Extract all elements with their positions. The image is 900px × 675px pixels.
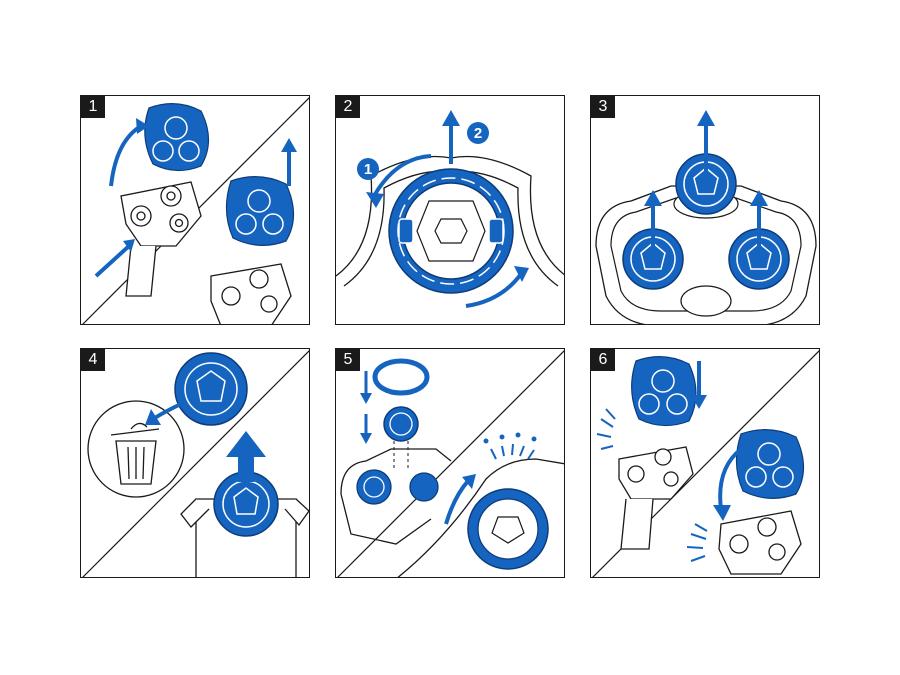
click-sound-icon [483, 432, 537, 460]
rotate-arrow-icon [465, 272, 523, 308]
shaver-body [618, 446, 694, 550]
shaver-body-lower [718, 510, 802, 575]
callout-number-1: 1 [364, 161, 372, 178]
trash-bin-icon [110, 422, 160, 485]
step-1-illustration [82, 97, 309, 324]
shaving-head-unit [631, 356, 697, 427]
step-number-badge: 5 [336, 349, 360, 371]
step-panel-2: 2 1 2 [335, 95, 565, 325]
push-arrow-icon [94, 244, 131, 278]
shaving-head-unit-lower [735, 429, 805, 499]
diagonal-divider [337, 350, 564, 577]
retaining-ring-small [372, 358, 430, 396]
callout-circle-2 [467, 122, 489, 144]
cutter-right [728, 228, 790, 290]
arrow-head-icon [136, 118, 149, 134]
step-3-illustration [595, 110, 817, 324]
step-6-illustration [592, 350, 819, 577]
curved-arrow-icon [718, 447, 743, 510]
callout-number-2: 2 [474, 125, 482, 142]
curved-arrow-icon [109, 124, 143, 187]
step-panel-3: 3 [590, 95, 820, 325]
step-panel-4: 4 [80, 348, 310, 578]
cutter-insert [383, 406, 419, 442]
take-out-arrow-icon [238, 454, 254, 482]
counterclockwise-arrow-icon [372, 154, 432, 198]
step-panel-1: 1 [80, 95, 310, 325]
step-number-badge: 2 [336, 96, 360, 118]
step-panel-5: 5 [335, 348, 565, 578]
diagonal-divider [82, 350, 309, 577]
shaver-body [120, 181, 202, 297]
retaining-ring-installed [467, 488, 549, 570]
click-sound-icon [596, 408, 616, 450]
retaining-ring [388, 168, 514, 294]
step-number-badge: 3 [591, 96, 615, 118]
rotate-arrow-icon [444, 479, 470, 525]
shaving-head-unit [144, 103, 210, 172]
step-panel-6: 6 [590, 348, 820, 578]
callout-circle-1 [357, 158, 379, 180]
shaver-body-lower [210, 263, 292, 324]
shaving-head-unit-lower [225, 176, 295, 246]
cutter-seated [409, 472, 439, 502]
cutter-seated [356, 469, 392, 505]
cutter-disc [174, 352, 248, 426]
step-number-badge: 1 [81, 96, 105, 118]
step-number-badge: 4 [81, 349, 105, 371]
step-5-illustration [337, 350, 564, 577]
step-2-illustration: 1 2 [336, 110, 564, 308]
cutter-top [673, 153, 739, 219]
click-sound-icon [686, 523, 708, 562]
step-4-illustration [82, 350, 309, 577]
step-number-badge: 6 [591, 349, 615, 371]
